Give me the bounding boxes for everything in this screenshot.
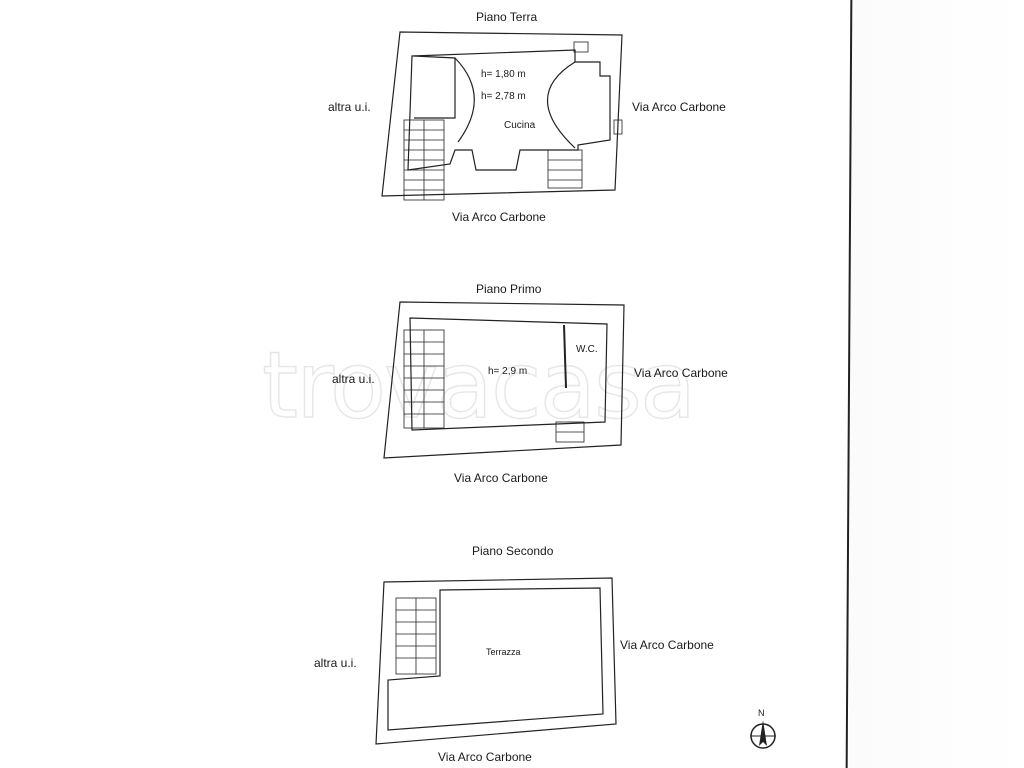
height-note-2: h= 2,78 m [481, 91, 526, 102]
floor-title-piano-terra: Piano Terra [476, 10, 538, 24]
floor-title-piano-secondo: Piano Secondo [472, 544, 554, 558]
height-note-1: h= 1,80 m [481, 69, 526, 80]
page-shadow [850, 0, 1024, 768]
bottom-street-piano-primo: Via Arco Carbone [454, 471, 548, 485]
height-note-primo: h= 2,9 m [488, 366, 528, 377]
floor-title-piano-primo: Piano Primo [476, 282, 542, 296]
left-neighbor-piano-primo: altra u.i. [332, 372, 375, 386]
north-label: N [758, 708, 765, 718]
plan-piano-secondo [375, 577, 617, 745]
north-arrow-icon: N [746, 708, 780, 754]
right-street-piano-primo: Via Arco Carbone [634, 366, 728, 380]
left-neighbor-piano-terra: altra u.i. [328, 100, 371, 114]
bottom-street-piano-secondo: Via Arco Carbone [438, 750, 532, 764]
watermark: trovacasa [261, 331, 697, 439]
room-label-cucina: Cucina [504, 120, 536, 131]
plan-piano-primo [383, 301, 625, 459]
right-street-piano-secondo: Via Arco Carbone [620, 638, 714, 652]
left-neighbor-piano-secondo: altra u.i. [314, 656, 357, 670]
room-label-terrazza: Terrazza [486, 647, 521, 657]
right-street-piano-terra: Via Arco Carbone [632, 100, 726, 114]
room-label-wc: W.C. [576, 344, 598, 355]
plan-piano-terra [381, 31, 623, 201]
bottom-street-piano-terra: Via Arco Carbone [452, 210, 546, 224]
